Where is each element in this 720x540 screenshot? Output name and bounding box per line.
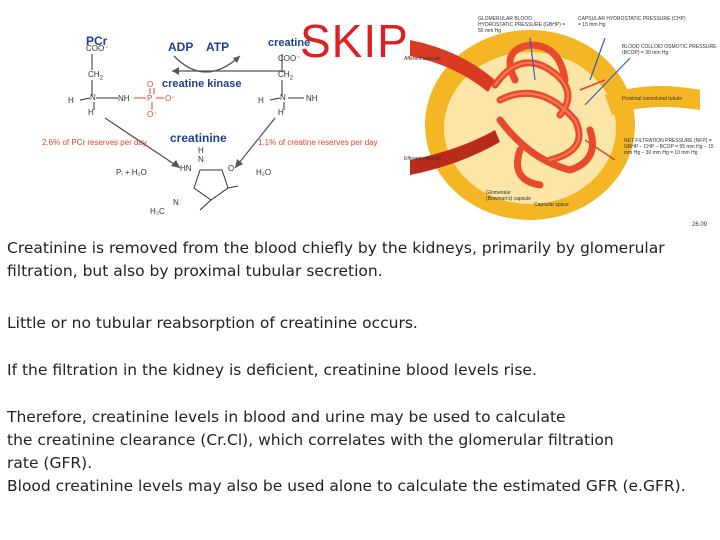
creatine-nh2-label: NH (306, 94, 318, 103)
creatine-label: creatine (268, 37, 311, 49)
paragraph-3: If the filtration in the kidney is defic… (7, 359, 719, 382)
glomerulus-figure: GLOMERULAR BLOOD HYDROSTATIC PRESSURE (G… (400, 10, 720, 232)
proximal-tubule-label: Proximal convoluted tubule (622, 96, 683, 102)
paragraph-line: Little or no tubular reabsorption of cre… (7, 314, 418, 332)
creatine-reserves-label: 1.1% of creatine reserves per day (258, 138, 378, 147)
paragraph-line: the creatinine clearance (Cr.Cl), which … (7, 431, 614, 449)
paragraph-line: rate (GFR). (7, 454, 93, 472)
pcr-ch2-label: CH2 (88, 70, 103, 82)
paragraph-line: Creatinine is removed from the blood chi… (7, 239, 665, 257)
pcr-ch-text: CH (88, 70, 100, 79)
pcr-ch2-subscript: 2 (99, 75, 103, 82)
h2o-label: H₂O (256, 168, 272, 177)
atp-label: ATP (206, 40, 230, 54)
skip-title: SKIP (300, 15, 409, 67)
paragraph-line: Therefore, creatinine levels in blood an… (7, 408, 566, 426)
paragraph-1: Creatinine is removed from the blood chi… (7, 237, 719, 283)
reaction-diagram-lines (79, 54, 304, 211)
creatine-ch2-label: CH2 (278, 70, 293, 82)
creatinine-label: creatinine (170, 131, 227, 145)
creatine-kinase-label: creatine kinase (162, 78, 242, 90)
paragraph-line: If the filtration in the kidney is defic… (7, 361, 537, 379)
nfp-label: NET FILTRATION PRESSURE (NFP) = GBHP – C… (624, 138, 714, 156)
creatinine-hn-label: HN (180, 164, 192, 173)
phosphate-o-low-label: O⁻ (147, 110, 158, 119)
callout-bcop: BLOOD COLLOID OSMOTIC PRESSURE (BCOP) = … (622, 44, 717, 56)
paragraph-4: Therefore, creatinine levels in blood an… (7, 406, 719, 498)
paragraph-line: Blood creatinine levels may also be used… (7, 477, 686, 495)
creatine-h2n-label: H (278, 108, 284, 117)
pi-h2o-label: Pᵢ + H₂O (116, 168, 147, 177)
pcr-n-label: N (90, 93, 96, 102)
pcr-reserves-label: 2.6% of PCr reserves per day (42, 138, 147, 147)
creatine-reaction-figure: PCr COO⁻ CH2 H N NH H P O O⁻ O⁻ ADP ATP … (30, 18, 400, 223)
glomerular-capsule-label: Glomerular (Bowman's) capsule (486, 190, 531, 202)
creatinine-o-label: O (228, 164, 235, 173)
pcr-nh-label: NH (118, 94, 130, 103)
pcr-coo-label: COO⁻ (86, 44, 109, 53)
creatine-n-label: N (280, 93, 286, 102)
pcr-h2n-label: H (88, 108, 94, 117)
creatine-ch2-subscript: 2 (289, 75, 293, 82)
phosphate-o-mid-label: O⁻ (165, 94, 176, 103)
pcr-h3c-label: H (68, 96, 74, 105)
figure-number-label: 26.09 (692, 222, 708, 228)
glomerulus-illustration (410, 30, 700, 220)
afferent-arteriole-label: Afferent arteriole (404, 56, 441, 62)
creatine-h3c-label: H (258, 96, 264, 105)
paragraph-2: Little or no tubular reabsorption of cre… (7, 312, 719, 335)
capsular-space-label: Capsular space (534, 202, 569, 208)
creatinine-n-ring-label: N (173, 198, 179, 207)
phosphate-o-top-label: O (147, 80, 154, 89)
creatinine-h3c-label: H₃C (150, 207, 165, 216)
creatine-coo-label: COO⁻ (278, 54, 301, 63)
adp-label: ADP (168, 40, 194, 54)
pcr-label: PCr (86, 34, 108, 48)
phosphorus-label: P (147, 94, 153, 103)
paragraph-line: filtration, but also by proximal tubular… (7, 262, 383, 280)
efferent-arteriole-label: Efferent arteriole (404, 156, 441, 162)
creatinine-n-top-label: N (198, 155, 204, 164)
callout-gbhp: GLOMERULAR BLOOD HYDROSTATIC PRESSURE (G… (478, 16, 566, 34)
callout-chp: CAPSULAR HYDROSTATIC PRESSURE (CHP) = 15… (578, 16, 686, 28)
creatine-ch-text: CH (278, 70, 290, 79)
creatinine-h-label: H (198, 146, 204, 155)
